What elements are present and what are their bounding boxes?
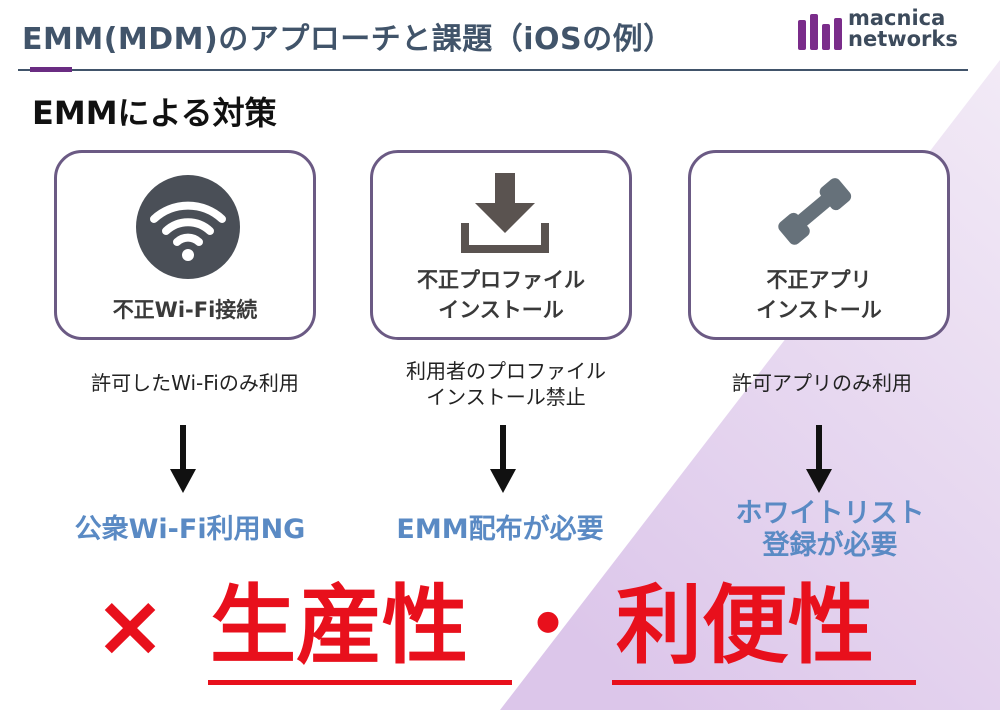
macnica-logo-icon (798, 14, 842, 50)
section-subtitle: EMMによる対策 (32, 94, 277, 132)
description-app: 許可アプリのみ利用 (732, 371, 912, 395)
card-wifi: 不正Wi-Fi接続 (54, 150, 316, 340)
underline-productivity (208, 680, 512, 685)
logo-text: macnica networks (848, 8, 958, 50)
logo-line2: networks (848, 27, 958, 51)
description-wifi: 許可したWi-Fiのみ利用 (91, 371, 299, 395)
description-profile: 利用者のプロファイル インストール禁止 (406, 359, 606, 409)
wifi-icon (136, 175, 240, 279)
underline-convenience (612, 680, 916, 685)
card-label: 不正Wi-Fi接続 (112, 298, 258, 322)
logo-line1: macnica (848, 6, 946, 30)
conclusion-separator: ・ (505, 576, 591, 676)
arrow-down-icon (806, 425, 832, 493)
card-profile: 不正プロファイル インストール (370, 150, 632, 340)
arrow-down-icon (490, 425, 516, 493)
arrow-down-icon (170, 425, 196, 493)
result-profile: EMM配布が必要 (396, 514, 604, 545)
conclusion-productivity: 生産性 (210, 576, 468, 676)
download-icon (461, 173, 549, 253)
result-app: ホワイトリスト 登録が必要 (735, 498, 925, 561)
conclusion-convenience: 利便性 (616, 576, 874, 676)
phone-icon (778, 178, 852, 245)
header-rule (18, 69, 968, 71)
header-rule-accent (30, 67, 72, 72)
card-app: 不正アプリ インストール (688, 150, 950, 340)
card-label: 不正アプリ インストール (756, 268, 882, 322)
result-wifi: 公衆Wi-Fi利用NG (74, 514, 306, 545)
page-title: EMM(MDM)のアプローチと課題（iOSの例） (22, 22, 674, 57)
conclusion-mark: × (94, 576, 167, 676)
card-label: 不正プロファイル インストール (417, 268, 585, 322)
